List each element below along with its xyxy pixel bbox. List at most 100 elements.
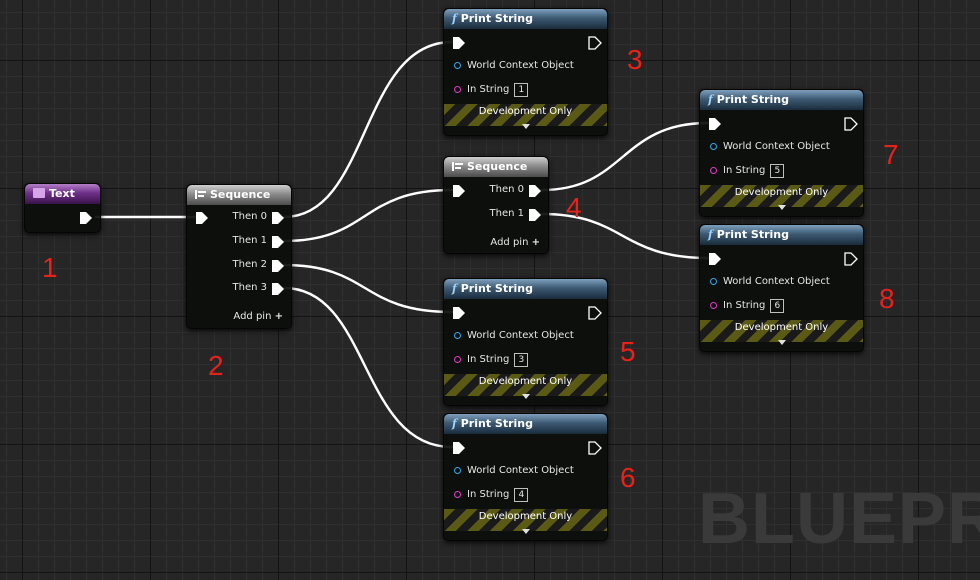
sequence-icon [452,162,463,171]
sequence-node-title: Sequence [210,188,271,201]
wire-then3-to-print4 [282,286,454,449]
blueprint-watermark: BLUEPRI [698,479,980,559]
in-string-row[interactable]: In String 3 [454,353,529,367]
in-string-value[interactable]: 6 [770,299,785,313]
in-string-row[interactable]: In String 5 [710,164,785,178]
object-pin-icon[interactable] [454,467,461,474]
object-pin-icon[interactable] [454,62,461,69]
text-node-title: Text [49,187,75,200]
in-string-label: In String [467,84,510,95]
in-string-label: In String [723,165,766,176]
world-context-label: World Context Object [467,330,574,341]
in-string-value[interactable]: 1 [514,83,529,97]
then-1-label: Then 1 [489,208,524,219]
print-string-title: Print String [716,93,789,106]
annotation-8: 8 [879,283,895,314]
expand-arrow-icon[interactable] [777,340,786,345]
development-only-label: Development Only [478,511,573,522]
sequence-icon [195,190,206,199]
development-only-bar[interactable]: Development Only [700,185,863,207]
annotation-1: 1 [42,252,58,283]
add-pin-label: Add pin [490,237,529,248]
then-1-label: Then 1 [232,235,267,246]
function-icon: f [708,228,713,241]
sequence-node-main[interactable]: Sequence Then 0 Then 1 Then 2 Then 3 Add… [186,184,292,329]
plus-icon: + [531,237,540,248]
add-pin-label: Add pin [233,311,272,322]
add-pin-button[interactable]: Add pin + [490,237,540,248]
development-only-bar[interactable]: Development Only [444,374,607,396]
object-pin-icon[interactable] [710,143,717,150]
print-string-title: Print String [460,417,533,430]
plus-icon: + [274,311,283,322]
annotation-2: 2 [208,350,224,381]
in-string-label: In String [723,300,766,311]
string-pin-icon[interactable] [454,491,461,498]
add-pin-button[interactable]: Add pin + [233,311,283,322]
string-pin-icon[interactable] [710,302,717,309]
in-string-row[interactable]: In String 4 [454,488,529,502]
expand-arrow-icon[interactable] [521,394,530,399]
development-only-label: Development Only [478,376,573,387]
in-string-value[interactable]: 5 [770,164,785,178]
development-only-bar[interactable]: Development Only [444,509,607,531]
world-context-row[interactable]: World Context Object [454,60,574,71]
in-string-label: In String [467,354,510,365]
print-string-title: Print String [716,228,789,241]
expand-arrow-icon[interactable] [777,205,786,210]
print-string-title: Print String [460,282,533,295]
world-context-label: World Context Object [723,141,830,152]
expand-arrow-icon[interactable] [521,529,530,534]
variable-icon [33,188,45,198]
expand-arrow-icon[interactable] [521,124,530,129]
sequence-node-sub[interactable]: Sequence Then 0 Then 1 Add pin + [443,156,549,254]
world-context-row[interactable]: World Context Object [710,276,830,287]
in-string-label: In String [467,489,510,500]
function-icon: f [708,93,713,106]
in-string-row[interactable]: In String 1 [454,83,529,97]
function-icon: f [452,282,457,295]
sequence-node-header[interactable]: Sequence [444,157,548,177]
annotation-3: 3 [627,44,643,75]
wire-then0-to-print1 [282,40,454,219]
string-pin-icon[interactable] [710,167,717,174]
world-context-row[interactable]: World Context Object [710,141,830,152]
sequence-node-header[interactable]: Sequence [187,185,291,205]
in-string-row[interactable]: In String 6 [710,299,785,313]
in-string-value[interactable]: 4 [514,488,529,502]
world-context-row[interactable]: World Context Object [454,330,574,341]
text-variable-node[interactable]: Text [24,183,101,233]
world-context-label: World Context Object [723,276,830,287]
wire-then1-to-sequence2 [282,188,454,243]
annotation-6: 6 [620,462,636,493]
function-icon: f [452,12,457,25]
then-3-label: Then 3 [232,282,267,293]
annotation-4: 4 [566,192,582,223]
development-only-bar[interactable]: Development Only [444,104,607,126]
text-node-header[interactable]: Text [25,184,100,204]
string-pin-icon[interactable] [454,356,461,363]
object-pin-icon[interactable] [454,332,461,339]
annotation-7: 7 [883,139,899,170]
development-only-bar[interactable]: Development Only [700,320,863,342]
object-pin-icon[interactable] [710,278,717,285]
sequence-node-title: Sequence [467,160,528,173]
wire-then2-to-print3 [282,263,454,314]
string-pin-icon[interactable] [454,86,461,93]
then-0-label: Then 0 [489,184,524,195]
in-string-value[interactable]: 3 [514,353,529,367]
function-icon: f [452,417,457,430]
development-only-label: Development Only [478,106,573,117]
world-context-row[interactable]: World Context Object [454,465,574,476]
world-context-label: World Context Object [467,465,574,476]
